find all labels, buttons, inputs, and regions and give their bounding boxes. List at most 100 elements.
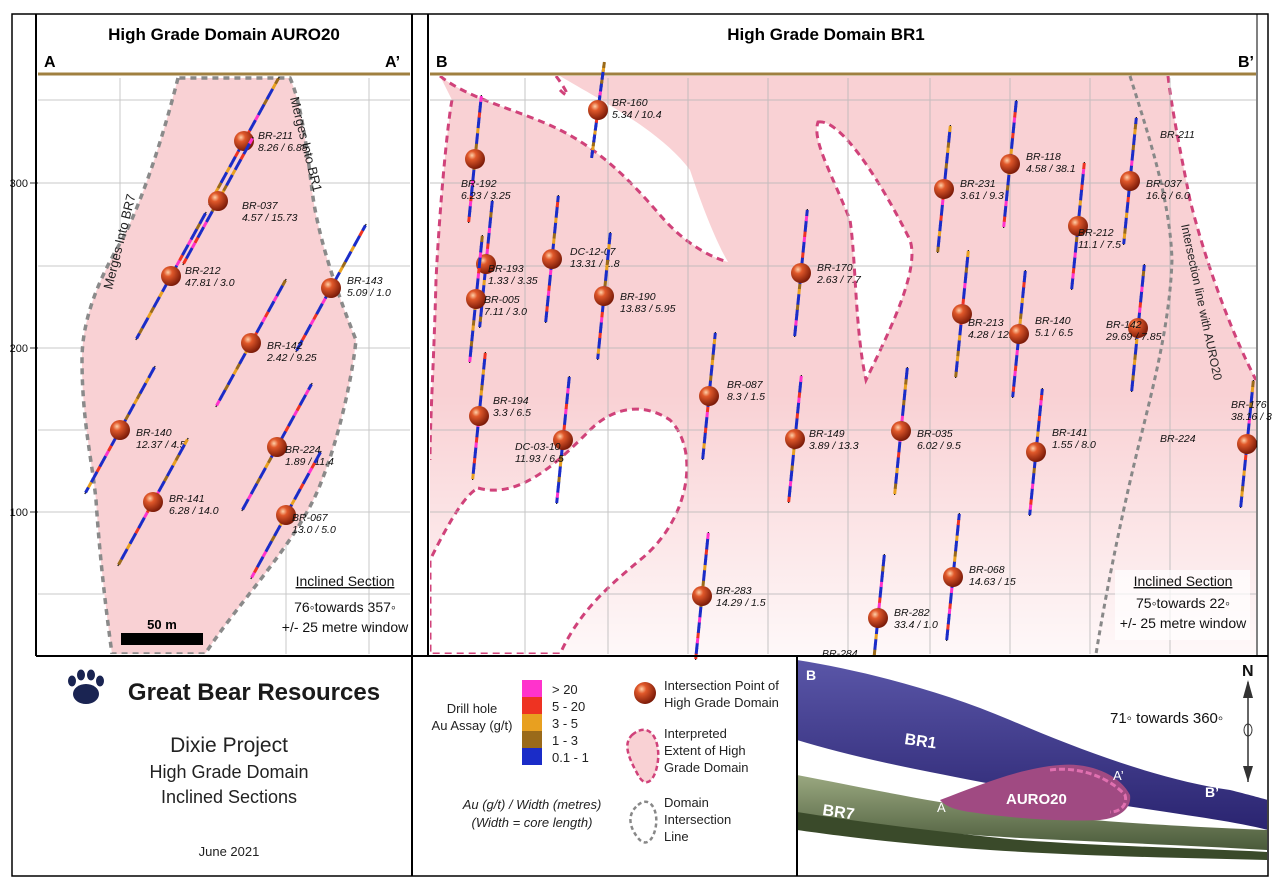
legend-range-label: 5 - 20 xyxy=(552,699,585,714)
assay-interval xyxy=(962,287,967,294)
assay-interval xyxy=(955,360,959,367)
assay-interval xyxy=(1038,409,1042,417)
assay-interval xyxy=(195,223,202,230)
assay-interval xyxy=(796,293,801,300)
assay-interval xyxy=(275,290,282,297)
legend-intersection-symbol xyxy=(634,682,656,704)
drill-hole-id: BR-140 xyxy=(136,427,172,439)
assay-interval xyxy=(606,248,611,255)
assay-interval xyxy=(177,449,184,456)
drill-hole-id: BR-118 xyxy=(1026,151,1061,163)
assay-interval xyxy=(945,633,949,641)
assay-interval xyxy=(298,399,305,407)
assay-interval xyxy=(1138,306,1142,313)
assay-interval xyxy=(479,310,483,317)
panel-b: Intersection line with AURO20 High Grade… xyxy=(430,25,1272,683)
assay-interval xyxy=(1139,290,1144,298)
assay-interval xyxy=(1028,508,1032,516)
assay-interval xyxy=(558,465,562,472)
assay-interval xyxy=(245,142,251,150)
assay-interval xyxy=(467,215,471,223)
assay-interval xyxy=(802,241,806,248)
assay-interval xyxy=(1029,498,1033,505)
title-block: Great Bear Resources Dixie Project High … xyxy=(68,669,380,859)
br1-left-edge xyxy=(430,76,452,460)
project-subtitle-1: High Grade Domain xyxy=(149,762,308,782)
assay-interval xyxy=(482,273,487,281)
assay-interval xyxy=(801,251,805,258)
assay-interval xyxy=(182,257,188,265)
assay-interval xyxy=(146,311,153,319)
drill-hole-id: DC-12-07 xyxy=(570,246,617,258)
assay-interval xyxy=(1250,386,1255,393)
assay-interval xyxy=(705,538,710,545)
assay-interval xyxy=(702,569,707,576)
assay-interval xyxy=(1250,391,1254,398)
assay-interval xyxy=(703,564,707,571)
assay-interval xyxy=(478,256,482,264)
assay-interval xyxy=(477,267,481,274)
assay-interval xyxy=(184,243,190,251)
assay-interval xyxy=(1242,464,1247,471)
assay-interval xyxy=(897,446,901,453)
assay-interval xyxy=(290,414,296,422)
assay-interval xyxy=(138,327,144,335)
assay-interval xyxy=(880,570,885,577)
assay-interval xyxy=(952,560,957,568)
assay-interval xyxy=(1081,173,1085,180)
intersection-point-icon xyxy=(321,278,341,298)
assay-interval xyxy=(270,535,276,542)
assay-interval xyxy=(963,276,968,284)
y-tick-100: 100 xyxy=(10,507,28,519)
drill-hole-intercept: 6.28 / 14.0 xyxy=(169,505,219,517)
assay-interval xyxy=(938,224,942,232)
assay-interval xyxy=(905,367,909,375)
assay-interval xyxy=(957,513,961,521)
assay-interval xyxy=(470,184,474,191)
assay-interval xyxy=(477,111,482,118)
assay-interval xyxy=(474,142,479,150)
assay-interval xyxy=(954,365,959,372)
assay-interval xyxy=(193,236,200,244)
assay-interval xyxy=(486,242,490,249)
assay-interval xyxy=(947,607,952,615)
assay-interval xyxy=(174,454,181,462)
assay-interval xyxy=(95,465,102,473)
assay-interval xyxy=(794,319,798,326)
intersection-point-icon xyxy=(699,386,719,406)
assay-interval xyxy=(556,486,560,493)
assay-interval xyxy=(957,334,962,341)
y-tick-200: 200 xyxy=(10,343,28,355)
assay-interval xyxy=(261,467,267,474)
assay-interval xyxy=(250,571,256,579)
assay-interval xyxy=(598,326,603,334)
intersection-point-icon xyxy=(692,586,712,606)
assay-interval xyxy=(602,61,606,69)
assay-interval xyxy=(1140,285,1144,293)
drill-hole-intercept: 13.0 / 5.0 xyxy=(292,524,336,536)
assay-interval xyxy=(694,647,699,654)
assay-interval xyxy=(956,349,960,357)
assay-interval xyxy=(545,300,550,307)
assay-interval xyxy=(222,184,228,192)
assay-interval xyxy=(904,378,908,385)
assay-interval xyxy=(795,417,799,424)
assay-interval xyxy=(1123,222,1128,229)
assay-interval xyxy=(474,436,479,443)
assay-interval xyxy=(124,413,130,421)
assay-interval xyxy=(896,451,901,458)
assay-interval xyxy=(789,469,794,477)
assay-interval xyxy=(171,459,178,467)
assay-interval xyxy=(238,357,244,365)
assay-interval xyxy=(258,555,265,563)
assay-interval xyxy=(957,339,961,346)
assay-interval xyxy=(1243,459,1247,466)
section-b-info-orientation: 75◦towards 22◦ xyxy=(1136,595,1230,611)
legend-note-2: (Width = core length) xyxy=(472,815,593,830)
assay-interval xyxy=(556,481,561,488)
assay-interval xyxy=(803,225,808,232)
panel-a: High Grade Domain AURO20 A A’ Merges Int… xyxy=(38,25,410,654)
